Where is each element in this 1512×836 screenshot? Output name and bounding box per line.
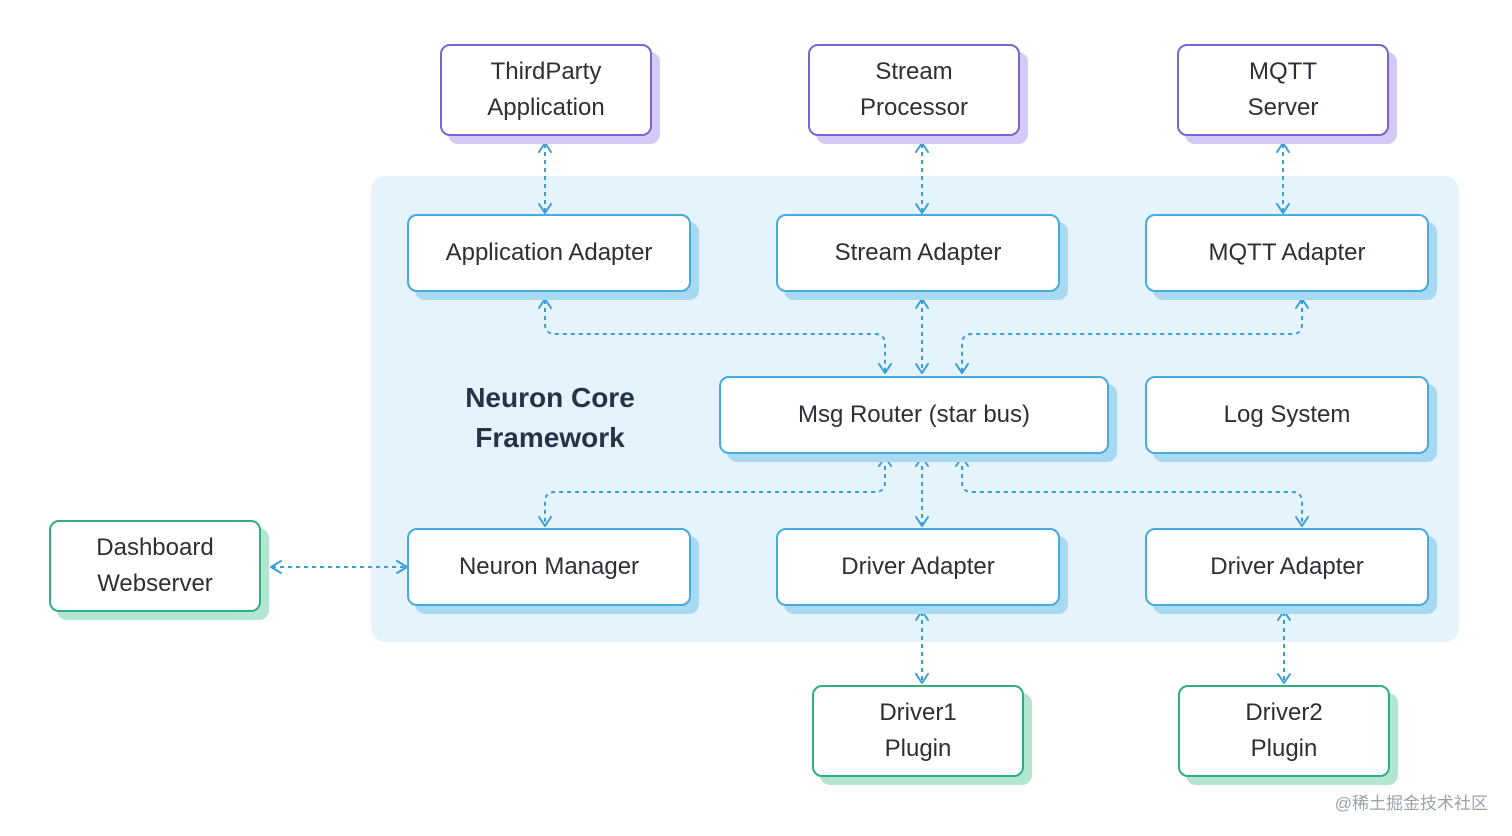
stream-adapter-label: Stream Adapter (834, 239, 1002, 266)
stream-adapter-box: Stream Adapter (776, 214, 1060, 292)
thirdparty-line2: Application (487, 94, 605, 121)
neuron-manager-box: Neuron Manager (407, 528, 691, 606)
driver-adapter-1-label: Driver Adapter (841, 553, 995, 580)
mqtt-adapter-box: MQTT Adapter (1145, 214, 1429, 292)
driver1-plugin-box: Driver1 Plugin (812, 685, 1024, 777)
application-adapter-label: Application Adapter (445, 239, 653, 266)
link-mqtt-adapter-router (961, 300, 1303, 372)
driver2-plugin-box: Driver2 Plugin (1178, 685, 1390, 777)
log-system-label: Log System (1223, 401, 1351, 428)
dashboard-webserver-box: Dashboard Webserver (49, 520, 261, 612)
thirdparty-application-box: ThirdParty Application (440, 44, 652, 136)
driver-adapter-2-label: Driver Adapter (1210, 553, 1364, 580)
watermark-text: @稀土掘金技术社区 (1334, 794, 1488, 813)
driver-adapter-2-box: Driver Adapter (1145, 528, 1429, 606)
dashboard-line2: Webserver (97, 570, 213, 597)
log-system-box: Log System (1145, 376, 1429, 454)
core-title-line1: Neuron Core (465, 382, 635, 413)
msg-router-label: Msg Router (star bus) (797, 401, 1031, 428)
driver2-plugin-line1: Driver2 (1245, 699, 1323, 726)
stream-processor-line1: Stream (875, 58, 953, 85)
driver1-plugin-line1: Driver1 (879, 699, 957, 726)
driver1-plugin-line2: Plugin (884, 735, 952, 762)
link-router-driver-adapter-2 (961, 458, 1303, 525)
mqtt-server-box: MQTT Server (1177, 44, 1389, 136)
link-app-adapter-router (544, 300, 886, 372)
msg-router-box: Msg Router (star bus) (719, 376, 1109, 454)
thirdparty-line1: ThirdParty (490, 58, 602, 85)
mqtt-server-line1: MQTT (1249, 58, 1317, 85)
application-adapter-box: Application Adapter (407, 214, 691, 292)
link-router-neuron-manager (544, 458, 886, 525)
core-framework-title: Neuron Core Framework (430, 378, 670, 458)
driver2-plugin-line2: Plugin (1250, 735, 1318, 762)
dashboard-line1: Dashboard (96, 534, 214, 561)
stream-processor-box: Stream Processor (808, 44, 1020, 136)
mqtt-adapter-label: MQTT Adapter (1208, 239, 1366, 266)
core-title-line2: Framework (475, 422, 625, 453)
neuron-manager-label: Neuron Manager (458, 553, 640, 580)
driver-adapter-1-box: Driver Adapter (776, 528, 1060, 606)
mqtt-server-line2: Server (1247, 94, 1319, 121)
stream-processor-line2: Processor (859, 94, 969, 121)
